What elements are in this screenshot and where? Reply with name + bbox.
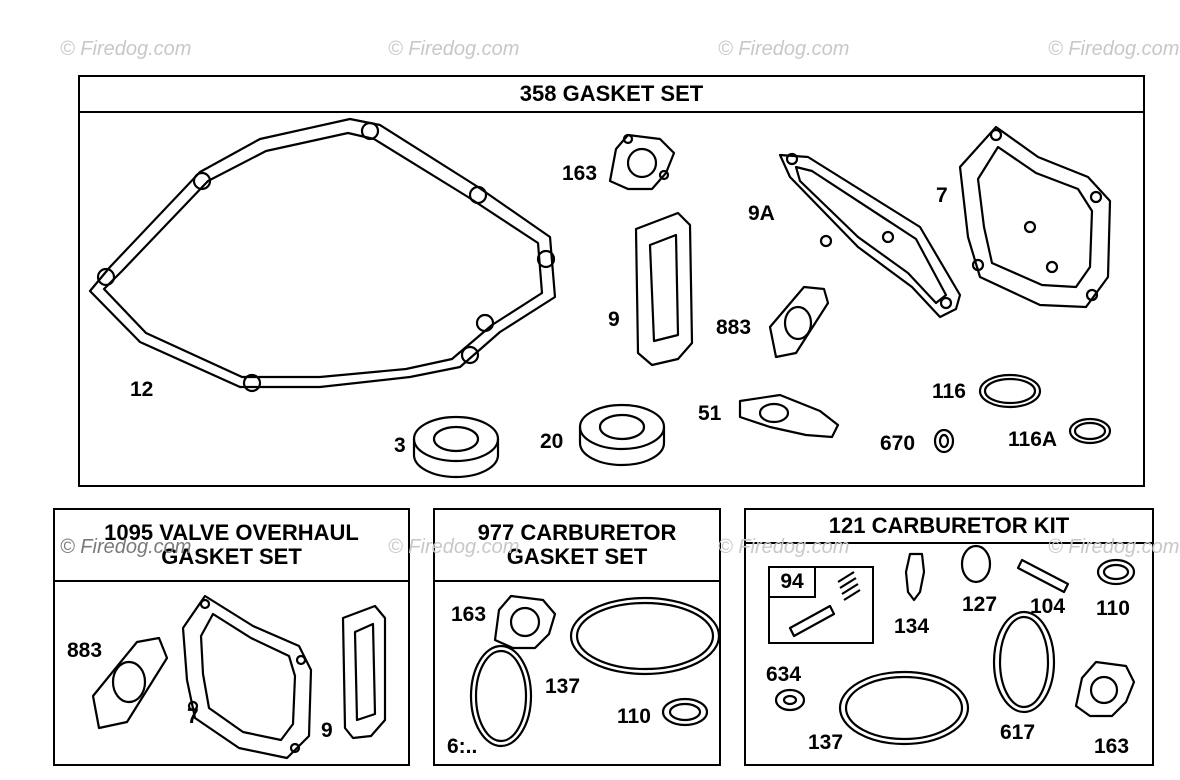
part-670-washer bbox=[933, 428, 955, 454]
part-9-breather-gasket bbox=[341, 604, 387, 740]
watermark: © Firedog.com bbox=[1048, 38, 1180, 60]
part-9a-intake-gasket bbox=[778, 152, 962, 319]
part-104-pin bbox=[1016, 558, 1070, 594]
callout-163: 163 bbox=[1094, 735, 1130, 758]
callout-9: 9 bbox=[321, 719, 333, 742]
panel-title: 121 CARBURETOR KIT bbox=[746, 510, 1152, 544]
callout-51: 51 bbox=[698, 402, 722, 425]
part-3-oil-seal bbox=[412, 415, 500, 479]
part-137-o-ring bbox=[838, 670, 970, 746]
panel-title: 358 GASKET SET bbox=[80, 77, 1143, 113]
part-116a-o-ring bbox=[1068, 417, 1112, 445]
part-9-breather-gasket bbox=[634, 211, 694, 367]
callout-617: 617 bbox=[1000, 721, 1036, 744]
callout-670: 670 bbox=[880, 432, 916, 455]
part-163-carburetor-gasket bbox=[493, 594, 557, 650]
carburetor-gasket-diagram bbox=[469, 594, 721, 748]
callout-163: 163 bbox=[562, 162, 598, 185]
callout-127: 127 bbox=[962, 593, 998, 616]
callout-3: 3 bbox=[394, 434, 406, 457]
part-883-exhaust-gasket bbox=[91, 636, 169, 730]
callout-9a: 9A bbox=[748, 202, 775, 225]
watermark: © Firedog.com bbox=[718, 536, 850, 558]
panel-title: 977 CARBURETOR GASKET SET bbox=[435, 510, 719, 582]
callout-94: 94 bbox=[770, 568, 816, 598]
part-20-oil-seal bbox=[578, 403, 666, 467]
callout-134: 134 bbox=[894, 615, 930, 638]
gasket-set-diagram bbox=[88, 117, 1112, 479]
panel-title-line2: GASKET SET bbox=[506, 544, 648, 569]
callout-9: 9 bbox=[608, 308, 620, 331]
callout-137: 137 bbox=[808, 731, 844, 754]
part-163-carburetor-gasket bbox=[608, 133, 676, 191]
part-51-exhaust-gasket bbox=[738, 393, 840, 439]
callout-12: 12 bbox=[130, 378, 154, 401]
callout-20: 20 bbox=[540, 430, 564, 453]
watermark: © Firedog.com bbox=[1048, 536, 1180, 558]
part-127-welch-plug bbox=[960, 544, 992, 584]
kit-94-box: 94 bbox=[768, 566, 874, 644]
panel-358-gasket-set: 358 GASKET SET bbox=[78, 75, 1145, 487]
part-617-o-ring bbox=[992, 610, 1056, 714]
part-12-crankcase-gasket bbox=[88, 117, 557, 393]
part-883-exhaust-gasket bbox=[768, 285, 830, 359]
panel-1095-valve-overhaul: 1095 VALVE OVERHAUL GASKET SET 883 7 9 bbox=[53, 508, 410, 766]
panel-title-line1: 977 CARBURETOR bbox=[477, 520, 677, 545]
callout-7: 7 bbox=[187, 705, 199, 728]
valve-overhaul-diagram bbox=[91, 594, 387, 760]
part-6-o-ring bbox=[469, 644, 533, 748]
callout-7: 7 bbox=[936, 184, 948, 207]
panel-title-line1: 1095 VALVE OVERHAUL bbox=[104, 520, 359, 545]
callout-883: 883 bbox=[67, 639, 103, 662]
callout-110: 110 bbox=[617, 705, 651, 728]
callout-116a: 116A bbox=[1008, 428, 1058, 451]
part-116-o-ring bbox=[978, 373, 1042, 409]
part-94-screw-spring bbox=[788, 571, 861, 638]
part-634-washer bbox=[774, 688, 806, 712]
watermark: © Firedog.com bbox=[388, 536, 520, 558]
callout-137: 137 bbox=[545, 675, 581, 698]
watermark: © Firedog.com bbox=[718, 38, 850, 60]
part-7-cylinder-head-gasket bbox=[181, 594, 313, 760]
callout-6: 6:.. bbox=[447, 735, 478, 758]
carburetor-kit-diagram bbox=[774, 544, 1136, 746]
callout-104: 104 bbox=[1030, 595, 1066, 618]
panel-title-line2: GASKET SET bbox=[161, 544, 302, 569]
callout-634: 634 bbox=[766, 663, 802, 686]
part-134-inlet-needle bbox=[904, 552, 926, 602]
part-110-washer bbox=[1096, 558, 1136, 586]
callout-163: 163 bbox=[451, 603, 487, 626]
callout-883: 883 bbox=[716, 316, 752, 339]
callout-110: 110 bbox=[1096, 597, 1130, 620]
callout-116: 116 bbox=[932, 380, 966, 403]
panel-121-carburetor-kit: 121 CARBURETOR KIT 94 134 127 104 110 63… bbox=[744, 508, 1154, 766]
part-163-carburetor-gasket bbox=[1074, 660, 1136, 718]
watermark: © Firedog.com bbox=[60, 38, 192, 60]
part-7-cylinder-head-gasket bbox=[958, 125, 1112, 309]
watermark: © Firedog.com bbox=[388, 38, 520, 60]
part-137-o-ring bbox=[569, 596, 721, 676]
panel-title: 1095 VALVE OVERHAUL GASKET SET bbox=[55, 510, 408, 582]
panel-977-carburetor-gasket: 977 CARBURETOR GASKET SET 163 137 110 6:… bbox=[433, 508, 721, 766]
part-110-washer bbox=[661, 697, 709, 727]
watermark: © Firedog.com bbox=[60, 536, 192, 558]
